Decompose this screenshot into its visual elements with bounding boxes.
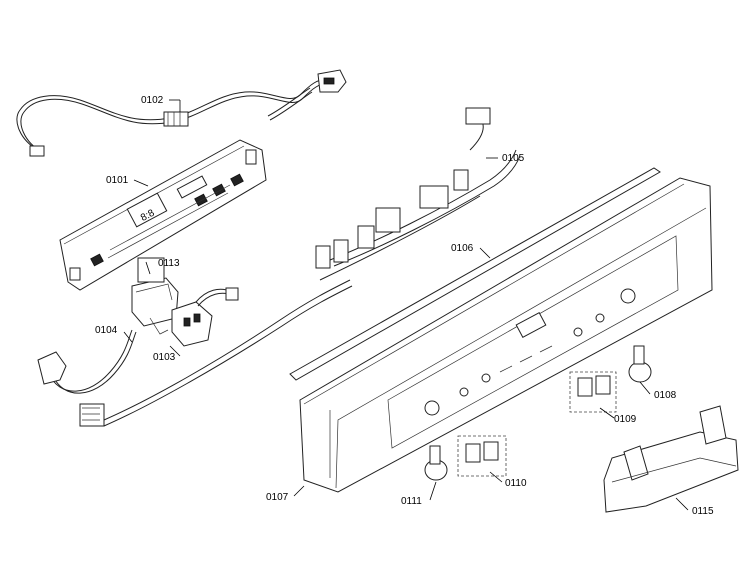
label-0109: 0109 — [614, 414, 637, 425]
switch-0113 — [131, 257, 179, 335]
label-0107: 0107 — [266, 492, 289, 503]
bracket-0115 — [603, 405, 739, 513]
knob-0108 — [628, 345, 652, 383]
fascia-panel-0107 — [299, 177, 713, 493]
trim-strip-0106 — [289, 167, 661, 381]
button-pair-0110 — [457, 435, 507, 477]
label-0101: 0101 — [106, 175, 129, 186]
label-0111: 0111 — [401, 496, 422, 507]
knob-0111 — [424, 445, 448, 481]
label-0104: 0104 — [95, 325, 118, 336]
control-board-0101: 8:8 — [59, 139, 267, 291]
label-0102: 0102 — [141, 95, 164, 106]
label-0105: 0105 — [502, 153, 525, 164]
label-0103: 0103 — [153, 352, 176, 363]
label-0110: 0110 — [505, 478, 527, 489]
leader-lines — [123, 99, 689, 511]
button-pair-0109 — [569, 371, 617, 413]
wiring-loom-0105 — [315, 107, 521, 281]
label-0106: 0106 — [451, 243, 474, 254]
part-labels: 0102 0101 0113 0104 0103 0105 0106 0107 … — [95, 95, 714, 517]
switch-0103 — [171, 287, 239, 347]
label-0108: 0108 — [654, 390, 677, 401]
label-0113: 0113 — [158, 258, 180, 269]
wiring-harness-0102 — [16, 69, 347, 157]
cable-0104 — [37, 279, 353, 427]
label-0115: 0115 — [692, 506, 714, 517]
